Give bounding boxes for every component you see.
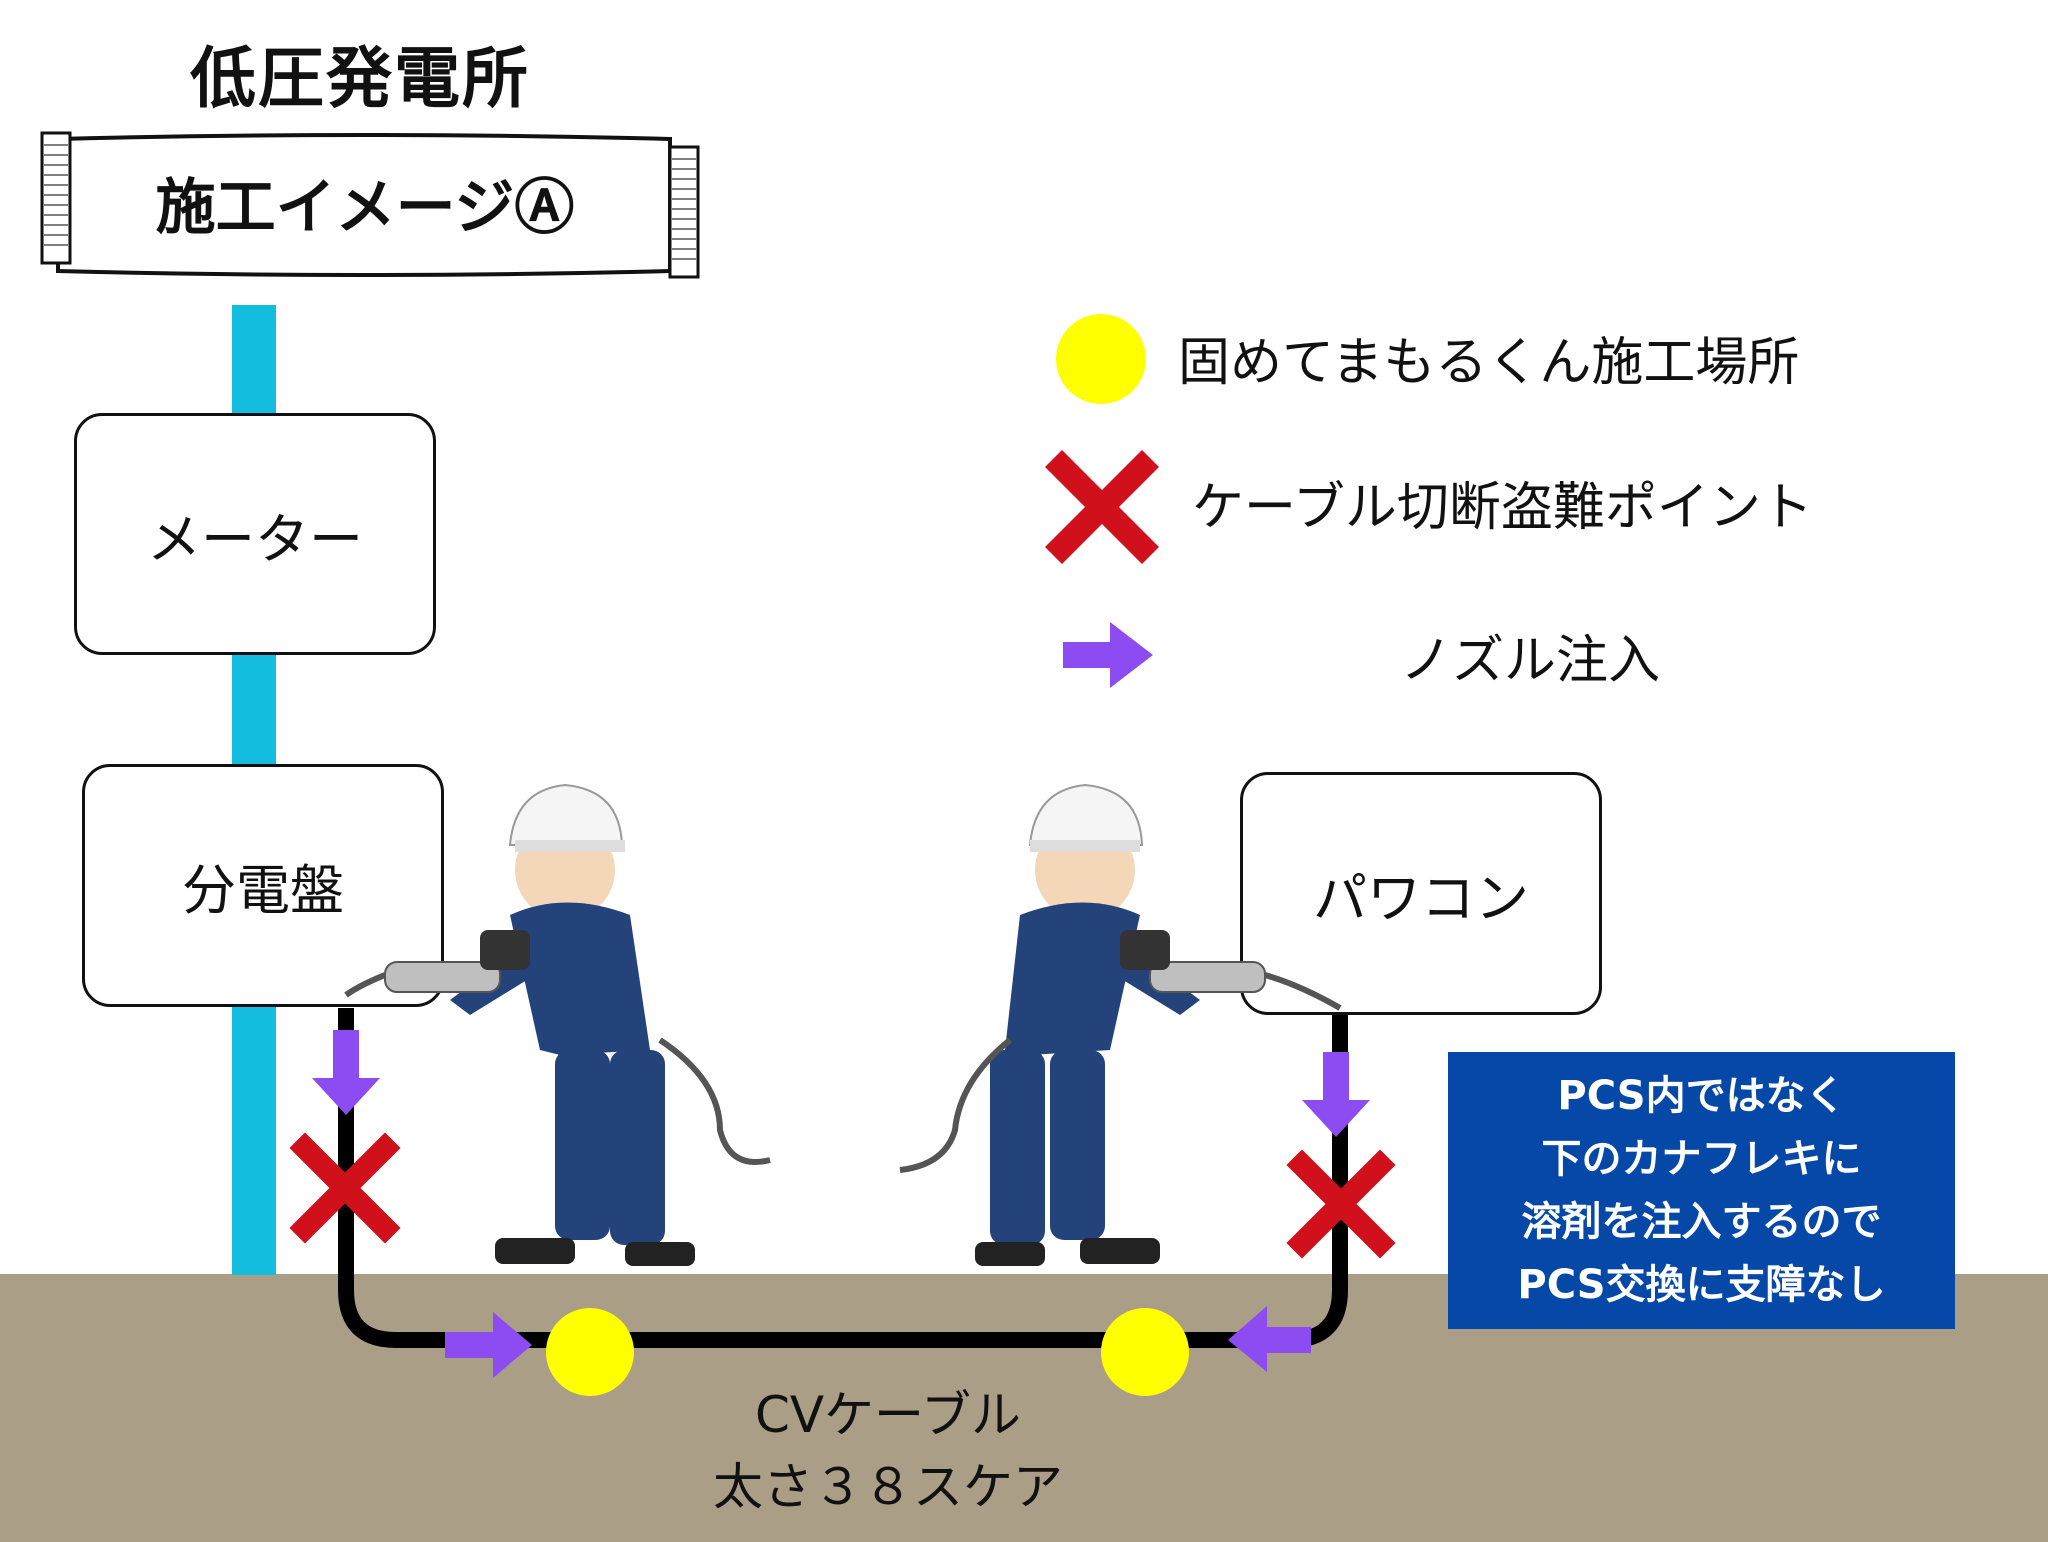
legend-purple-arrow-icon [1063,622,1153,688]
power-conditioner-box: パワコン [1240,772,1602,1015]
worker-right [899,783,1342,1266]
distribution-panel-box: 分電盤 [82,764,444,1007]
page-title: 低圧発電所 [190,40,530,117]
utility-pole-mid [232,655,276,765]
nozzle-arrow-down-left [312,1030,380,1115]
note-line: 下のカナフレキに [1541,1135,1862,1182]
note-box: PCS内ではなく 下のカナフレキに 溶剤を注入するので PCS交換に支障なし [1448,1052,1955,1329]
construction-site-marker-left [546,1308,634,1396]
legend-construction-site-label: 固めてまもるくん施工場所 [1178,333,1800,393]
banner-title: 施工イメージⒶ [155,172,575,243]
power-conditioner-label: パワコン [1313,867,1529,930]
theft-point-marker-right [1286,1149,1396,1259]
nozzle-arrow-right-bottom [445,1312,532,1378]
utility-pole-bottom [232,1005,276,1275]
utility-pole-top [232,305,276,415]
meter-label: メーター [147,507,363,571]
legend-red-x-icon [1045,450,1159,564]
legend-yellow-dot-icon [1056,314,1146,404]
legend-theft-point-label: ケーブル切断盗難ポイント [1192,478,1813,538]
cv-cable [338,1008,1348,1348]
note-line: 溶剤を注入するので [1521,1198,1882,1245]
note-line: PCS内ではなく [1557,1072,1846,1119]
construction-site-marker-right [1101,1308,1189,1396]
meter-box: メーター [74,413,436,655]
worker-left [344,783,771,1266]
cable-size-label: 太さ３８スケア [713,1458,1063,1516]
nozzle-arrow-down-right [1302,1052,1370,1137]
note-line: PCS交換に支障なし [1517,1261,1886,1308]
distribution-panel-label: 分電盤 [182,859,344,922]
scroll-banner [40,131,700,279]
theft-point-marker-left [289,1132,401,1244]
legend-nozzle-injection-label: ノズル注入 [1400,631,1661,691]
cable-type-label: CVケーブル [754,1386,1022,1444]
nozzle-arrow-left-bottom [1228,1306,1311,1372]
